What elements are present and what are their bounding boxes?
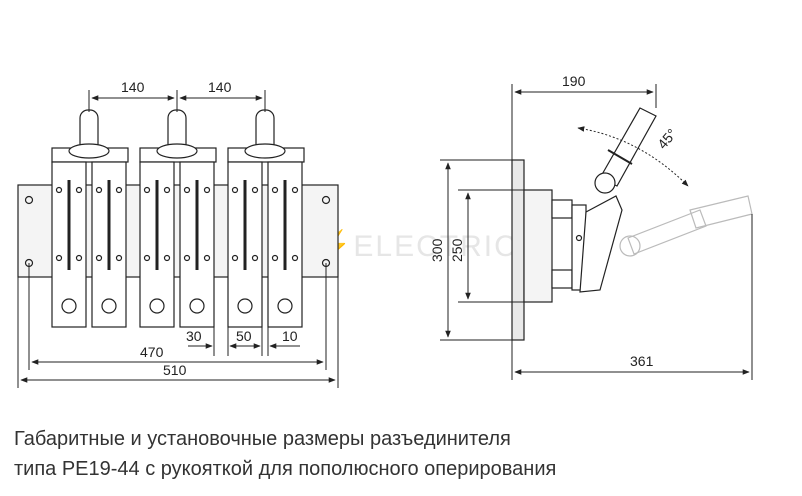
dim-pole-pitch <box>88 90 266 112</box>
dim-label-10: 10 <box>282 328 298 344</box>
front-view <box>17 90 339 388</box>
pole-3 <box>227 109 305 328</box>
angle-arc <box>577 126 689 187</box>
dim-gaps <box>188 327 300 356</box>
dim-label-470: 470 <box>140 344 164 360</box>
dim-label-510: 510 <box>163 362 187 378</box>
dim-label-30: 30 <box>186 328 202 344</box>
side-base-plate <box>511 159 525 341</box>
dim-heights <box>440 159 524 341</box>
dim-label-190: 190 <box>562 73 586 89</box>
dim-swing <box>511 214 753 380</box>
dim-label-45: 45° <box>654 125 680 152</box>
dim-label-361: 361 <box>630 353 654 369</box>
caption-line-1: Габаритные и установочные размеры разъед… <box>14 428 511 450</box>
caption: Габаритные и установочные размеры разъед… <box>14 424 556 484</box>
handle-swung <box>619 195 753 257</box>
handle-up <box>594 107 657 194</box>
dim-widths <box>17 263 339 388</box>
dim-label-250: 250 <box>449 238 465 262</box>
pole-2 <box>139 109 217 328</box>
caption-line-2: типа РЕ19-44 с рукояткой для пополюсного… <box>14 458 557 480</box>
pole-1 <box>51 109 129 328</box>
knife-body <box>579 195 623 293</box>
dim-label-140-left: 140 <box>121 79 145 95</box>
dim-label-50: 50 <box>236 328 252 344</box>
dim-label-140-right: 140 <box>208 79 232 95</box>
dim-depth <box>511 84 657 160</box>
side-view <box>440 84 753 380</box>
dim-label-300: 300 <box>429 238 445 262</box>
side-frame <box>523 189 553 303</box>
